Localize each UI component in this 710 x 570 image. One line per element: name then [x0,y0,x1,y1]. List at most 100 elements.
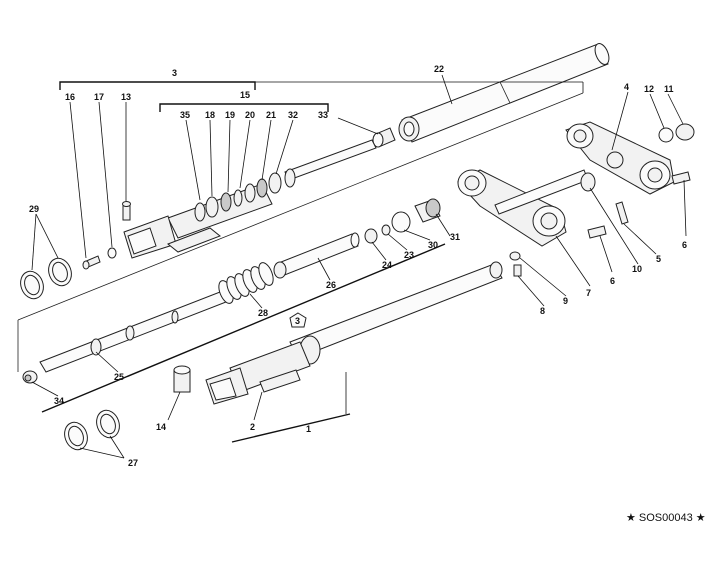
leader-10 [589,187,639,265]
callout-16: 16 [65,92,75,102]
callout-11: 11 [664,84,674,94]
callout-30: 30 [428,240,438,250]
leader-28 [249,293,263,309]
callout-26: 26 [326,280,336,290]
callout-10: 10 [632,264,642,274]
leader-21 [261,119,272,181]
callout-6b: 6 [682,240,687,250]
leader-26 [317,257,331,281]
group-bar-1 [231,413,351,443]
leader-33 [337,117,379,135]
fork-slider-assembly [205,261,503,405]
callout-33: 33 [318,110,328,120]
callout-20: 20 [245,110,255,120]
leader-18 [209,119,213,197]
leader-30 [403,229,431,241]
callout-2: 2 [250,422,255,432]
spring-28 [218,262,274,304]
leader-23 [387,233,408,251]
leader-8 [517,275,545,307]
callout-28: 28 [258,308,268,318]
group-bar-15 [159,103,329,112]
leader-6b [683,179,687,237]
bearing-10 [580,172,596,192]
callout-31: 31 [450,232,460,242]
bolt-5 [615,201,629,225]
leader-31 [435,213,451,237]
leader-29a [31,213,37,271]
callout-5: 5 [656,254,661,264]
callout-14: 14 [156,422,166,432]
cartridge-assembly [123,139,377,259]
leader-35 [185,119,201,201]
leader-12 [649,93,665,129]
leader-2 [253,391,263,421]
leader-17 [98,101,113,248]
leader-22 [441,74,453,105]
spacer-tube-26 [273,232,360,279]
leader-16 [69,101,87,259]
leader-19 [227,119,231,193]
callout-18: 18 [205,110,215,120]
callout-6: 6 [610,276,615,286]
callout-12: 12 [644,84,654,94]
callout-13: 13 [121,92,131,102]
callout-25: 25 [114,372,124,382]
o-ring-30 [391,211,411,233]
group-bar-lower [41,243,446,413]
callout-15: 15 [240,90,250,100]
leader-25 [95,351,119,373]
outer-tube [398,43,610,143]
leader-29b [35,213,59,259]
leader-7 [555,235,591,287]
lower-triple-clamp [457,169,589,247]
callout-19: 19 [225,110,235,120]
bolt-16 [82,255,101,270]
washer-12 [658,127,674,143]
callout-22: 22 [434,64,444,74]
leader-6a [599,235,613,273]
callout-21: 21 [266,110,276,120]
washer-17 [107,247,117,259]
screw-13 [122,201,131,221]
callout-9: 9 [563,296,568,306]
leader-34 [31,381,59,397]
leader-4 [611,91,629,151]
callout-34: 34 [54,396,64,406]
bolt-6b [671,171,691,185]
leader-27b [109,435,125,459]
bolt-6a [587,225,607,239]
damper-rod [39,291,227,373]
callout-35: 35 [180,110,190,120]
callout-4: 4 [624,82,629,92]
end-plug-34 [22,370,38,384]
callout-24: 24 [382,260,392,270]
callout-8: 8 [540,306,545,316]
leader-5 [623,223,657,255]
leader-27a [79,447,125,459]
callout-32: 32 [288,110,298,120]
callout-29: 29 [29,204,39,214]
ring-23 [381,224,391,236]
leader-11 [667,93,684,125]
clamps-27 [64,409,120,451]
callout-3: 3 [172,68,177,78]
drawing-code: ★ SOS00043 ★ [626,512,706,524]
leader-24 [371,241,387,261]
group-bar-3 [59,81,256,90]
leader-14 [167,391,181,421]
callout-7: 7 [586,288,591,298]
callout-23: 23 [404,250,414,260]
leader-32 [275,119,294,175]
clamps-29 [20,257,72,300]
callout-17: 17 [94,92,104,102]
callout-3-marker: 3 [295,316,300,326]
sleeve-14 [173,365,191,393]
washer-9 [509,251,521,261]
callout-1: 1 [306,424,311,434]
nut-11 [675,123,695,141]
washer-24 [364,228,378,244]
pin-8 [513,264,522,277]
